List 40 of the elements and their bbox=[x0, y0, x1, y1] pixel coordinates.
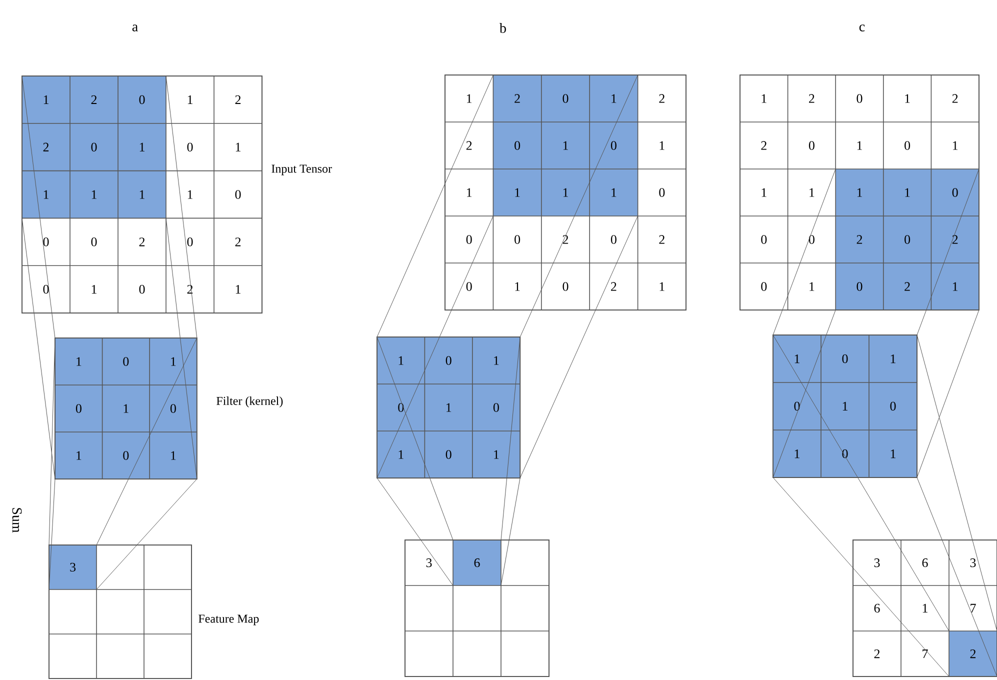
projection-line bbox=[772, 334, 950, 632]
axis-label: Sum bbox=[12, 508, 22, 533]
number-grid: 3 6 3 6 1 7 2 7 2 bbox=[852, 539, 997, 677]
projection-line bbox=[500, 478, 520, 586]
projection-line bbox=[96, 338, 198, 546]
projection-line bbox=[520, 216, 638, 478]
number-grid: 1 2 0 1 2 2 0 1 0 1 1 1 1 1 0 0 0 2 0 2 0 1 0 2 1 bbox=[444, 74, 686, 310]
projection-line bbox=[520, 74, 638, 338]
grid-caption: Filter (kernel) bbox=[216, 396, 283, 408]
projection-line bbox=[500, 336, 520, 540]
number-grid: 3 6 bbox=[404, 539, 550, 677]
projection-line bbox=[376, 74, 494, 338]
projection-line bbox=[22, 218, 56, 480]
number-grid: 1 2 0 1 2 2 0 1 0 1 1 1 1 1 0 0 0 2 0 2 0 1 0 2 1 bbox=[740, 74, 980, 310]
projection-line bbox=[376, 216, 494, 478]
projection-line bbox=[22, 76, 56, 338]
projection-line bbox=[772, 477, 950, 677]
panel-letter: b bbox=[500, 23, 506, 33]
number-grid: 3 bbox=[48, 544, 192, 679]
grid-caption: Input Tensor bbox=[272, 164, 332, 176]
projection-line bbox=[376, 478, 454, 586]
projection-line bbox=[916, 168, 980, 336]
number-grid: 1 0 1 0 1 0 1 0 1 bbox=[376, 336, 521, 478]
projection-line bbox=[376, 336, 454, 540]
projection-line bbox=[772, 310, 836, 478]
projection-line bbox=[916, 310, 980, 478]
number-grid: 1 0 1 0 1 0 1 0 1 bbox=[772, 334, 918, 478]
projection-line bbox=[96, 478, 198, 590]
projection-line bbox=[916, 477, 997, 677]
projection-line bbox=[166, 218, 198, 480]
projection-line bbox=[48, 338, 56, 546]
projection-line bbox=[916, 334, 997, 632]
number-grid: 1 0 1 0 1 0 1 0 1 bbox=[54, 338, 198, 480]
grid-caption: Feature Map bbox=[198, 614, 259, 626]
number-grid: 1 2 0 1 2 2 0 1 0 1 1 1 1 1 0 0 0 2 0 2 0 1 0 2 1 bbox=[22, 76, 262, 314]
projection-line bbox=[772, 168, 836, 336]
projection-line bbox=[166, 76, 198, 338]
panel-letter: a bbox=[132, 24, 138, 32]
projection-line bbox=[48, 478, 56, 590]
panel-letter: c bbox=[859, 24, 865, 32]
